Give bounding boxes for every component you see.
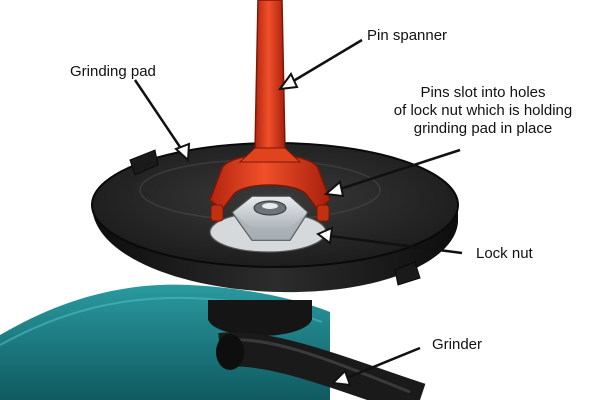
arrow-pin-spanner: [277, 38, 363, 91]
label-grinder: Grinder: [432, 336, 483, 353]
label-grinding-pad: Grinding pad: [70, 63, 156, 80]
lock-nut: [209, 195, 327, 253]
label-lock-nut: Lock nut: [476, 245, 533, 262]
grinder-body: [0, 284, 426, 400]
arrow-grinder: [330, 346, 421, 387]
label-pins-slot: Pins slot into holes of lock nut which i…: [393, 84, 573, 137]
label-pin-spanner: Pin spanner: [367, 27, 448, 44]
arrow-lock-nut: [316, 226, 463, 255]
arrows: [133, 38, 463, 387]
pin-spanner: [209, 0, 331, 222]
arrow-pins-slot: [323, 148, 461, 198]
arrow-grinding-pad: [133, 79, 191, 163]
